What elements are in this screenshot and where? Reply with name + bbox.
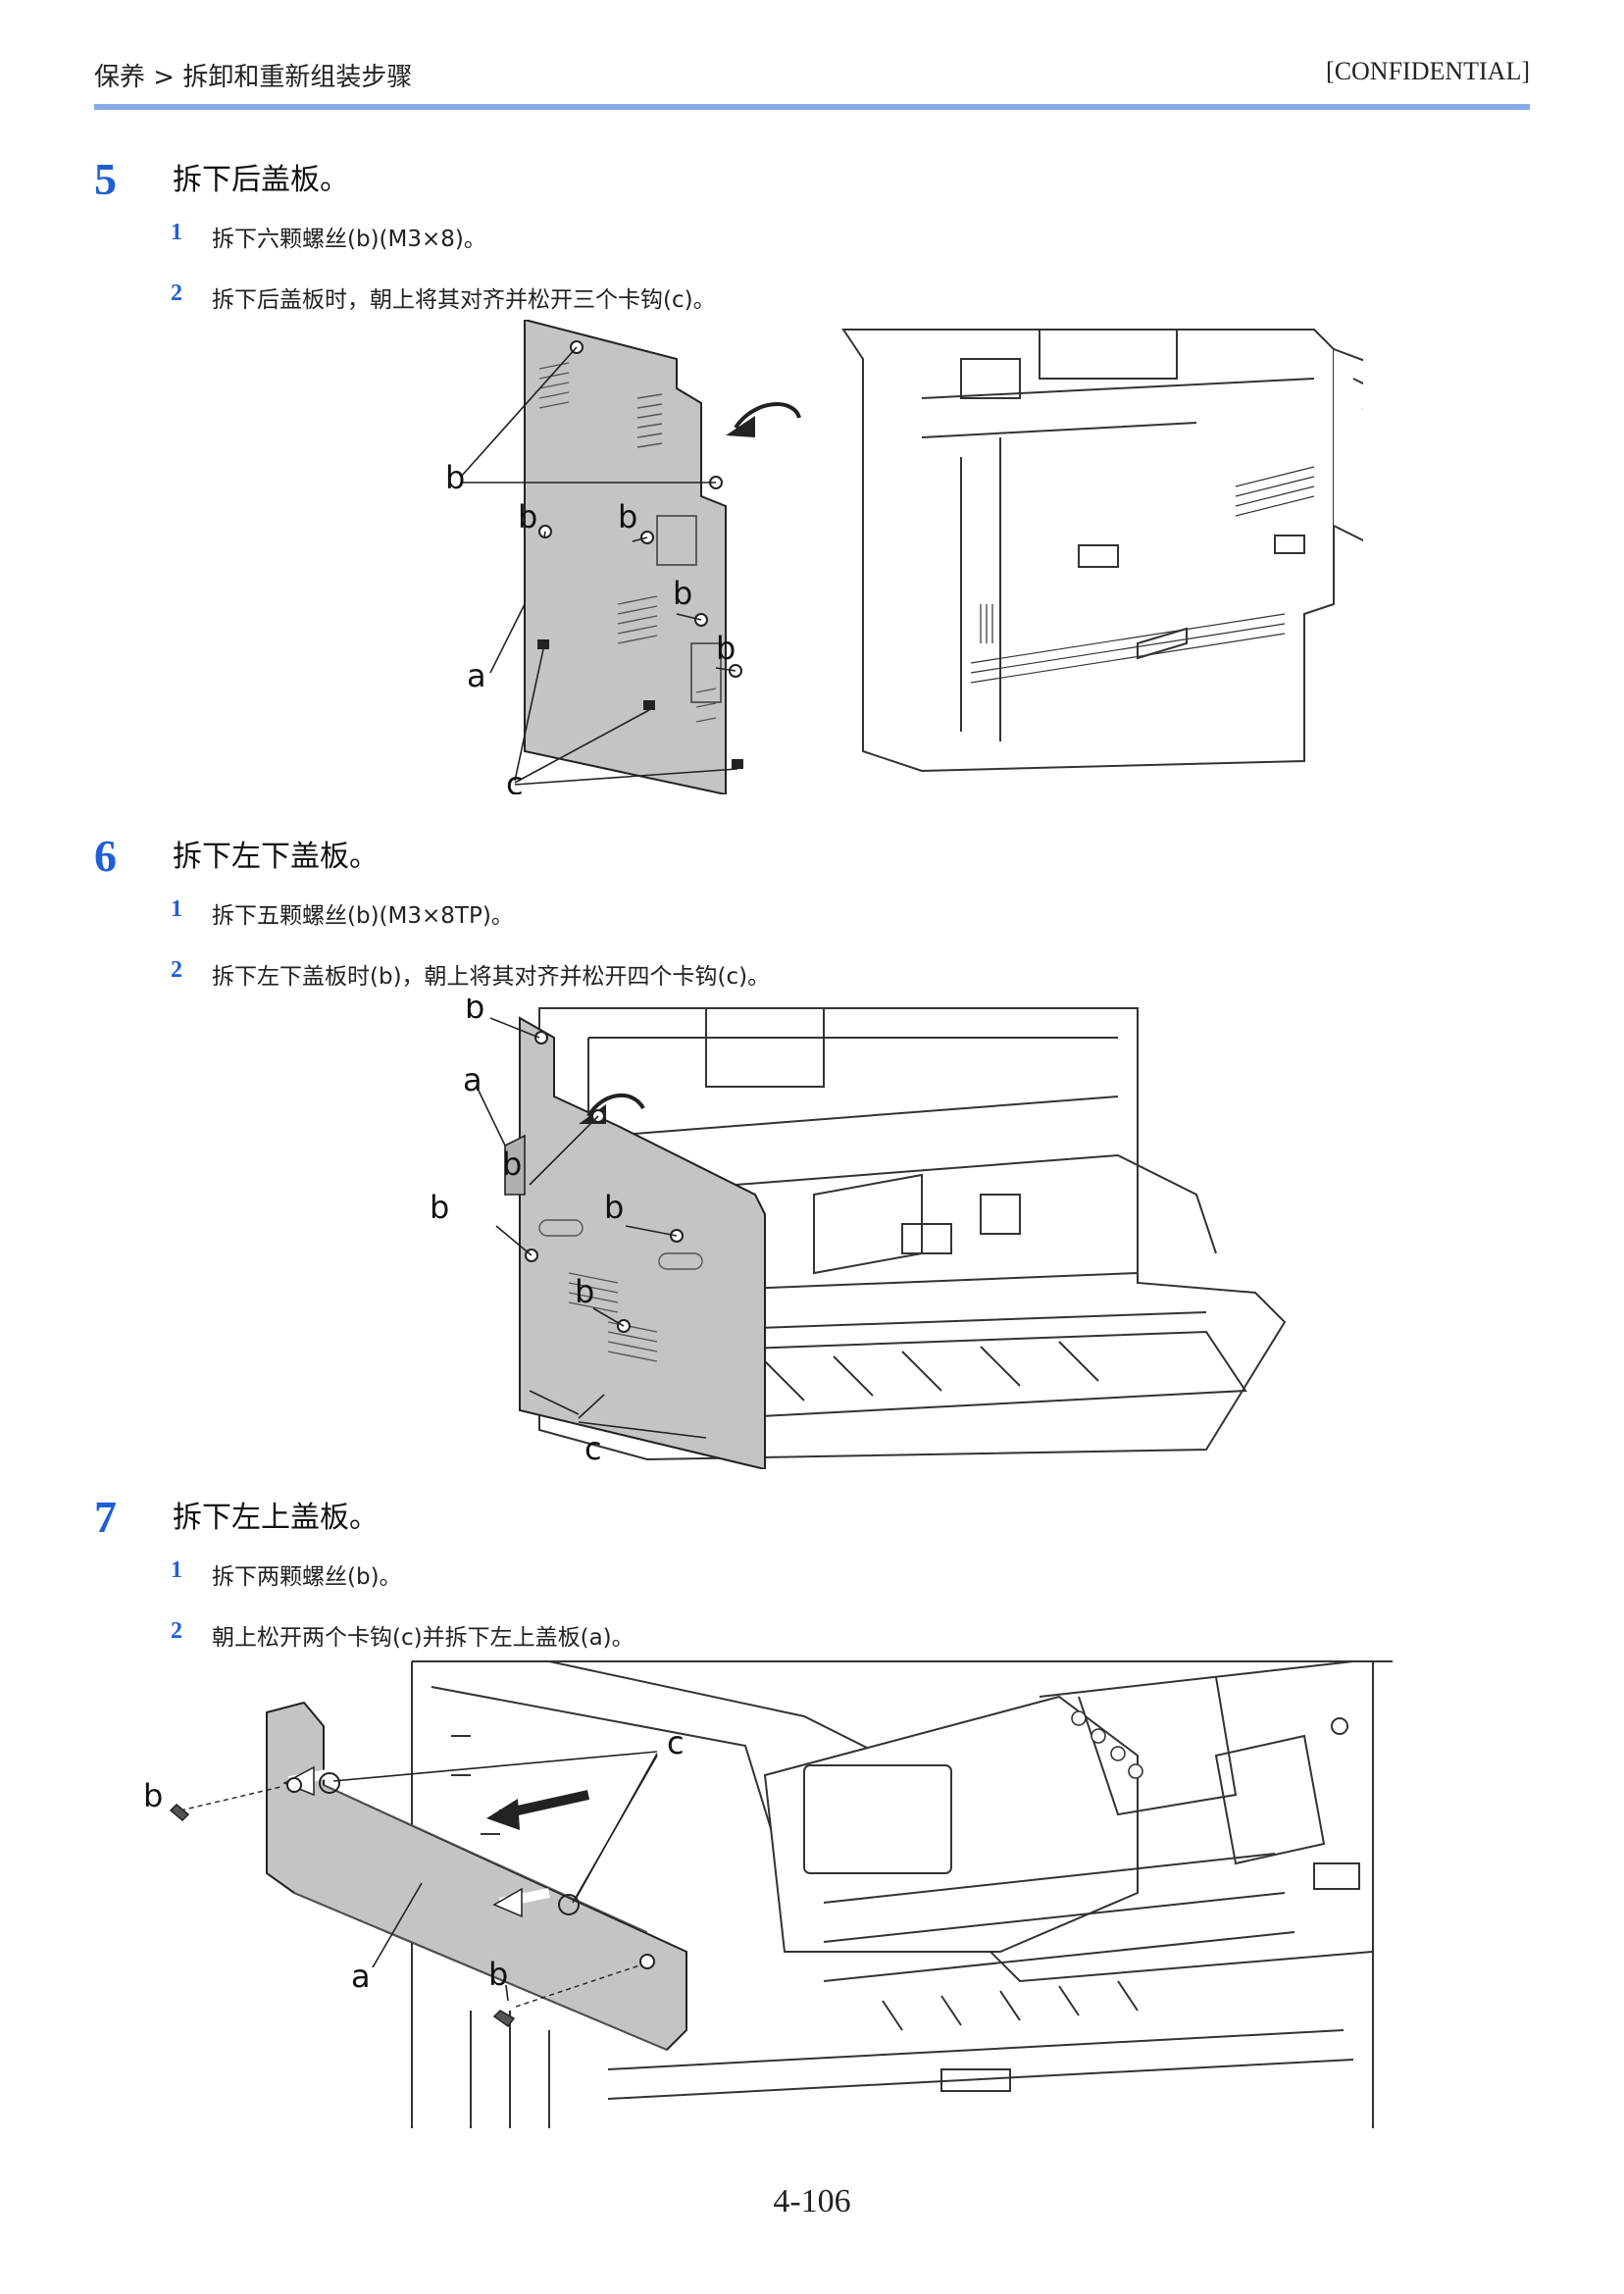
fig6-label-b: b xyxy=(465,998,484,1026)
fig5-label-b: b xyxy=(673,575,692,612)
fig7-label-a: a xyxy=(351,1958,371,1995)
step-6-title: 拆下左下盖板。 xyxy=(173,840,379,874)
fig6-label-b: b xyxy=(502,1146,522,1183)
step-7-sub-1-number: 1 xyxy=(171,1557,182,1583)
step-7-sub-2-text: 朝上松开两个卡钩(c)并拆下左上盖板(a)。 xyxy=(212,1625,634,1651)
step-7-sub-2-number: 2 xyxy=(171,1618,182,1644)
step-6-sub-1-number: 1 xyxy=(171,896,182,922)
step-5-sub-2-text: 拆下后盖板时，朝上将其对齐并松开三个卡钩(c)。 xyxy=(212,287,716,313)
step-5-number: 5 xyxy=(94,154,117,204)
step-6-sub-2-text: 拆下左下盖板时(b)，朝上将其对齐并松开四个卡钩(c)。 xyxy=(212,964,771,990)
step-5-title: 拆下后盖板。 xyxy=(173,163,349,197)
rear-cover-figure: b b b b b a c xyxy=(431,320,1363,794)
page-number: 4-106 xyxy=(773,2183,851,2219)
step-7-title: 拆下左上盖板。 xyxy=(173,1501,379,1535)
step-6-sub-1-text: 拆下五颗螺丝(b)(M3×8TP)。 xyxy=(212,903,514,929)
fig7-label-c: c xyxy=(667,1724,685,1761)
step-7-sub-1-text: 拆下两颗螺丝(b)。 xyxy=(212,1564,402,1590)
fig6-label-c: c xyxy=(584,1430,602,1467)
step-5-sub-1-text: 拆下六颗螺丝(b)(M3×8)。 xyxy=(212,227,486,252)
confidential-label: [CONFIDENTIAL] xyxy=(1326,57,1530,85)
breadcrumb: 保养 > 拆卸和重新组装步骤 xyxy=(94,63,413,92)
fig5-label-b: b xyxy=(445,459,465,496)
page-header: 保养 > 拆卸和重新组装步骤 [CONFIDENTIAL] xyxy=(94,51,1530,106)
fig6-label-b: b xyxy=(430,1189,449,1226)
fig5-label-a: a xyxy=(467,657,486,694)
fig6-label-b: b xyxy=(604,1189,624,1226)
fig6-label-a: a xyxy=(463,1061,482,1098)
step-5-sub-2-number: 2 xyxy=(171,280,182,306)
fig5-label-b: b xyxy=(716,630,736,667)
fig6-label-b: b xyxy=(575,1273,594,1310)
step-7-number: 7 xyxy=(94,1492,117,1542)
step-6-number: 6 xyxy=(94,831,117,881)
fig5-label-b: b xyxy=(518,498,537,535)
fig5-label-b: b xyxy=(618,498,637,535)
header-rule xyxy=(94,104,1530,110)
upper-left-cover-figure: b c a b xyxy=(137,1657,1393,2128)
step-5-sub-1-number: 1 xyxy=(171,220,182,245)
fig7-label-b: b xyxy=(143,1777,163,1814)
fig7-label-b: b xyxy=(488,1956,508,1993)
lower-left-cover-figure: b a b b b b c xyxy=(392,998,1314,1469)
fig5-label-c: c xyxy=(506,765,524,794)
step-6-sub-2-number: 2 xyxy=(171,957,182,983)
